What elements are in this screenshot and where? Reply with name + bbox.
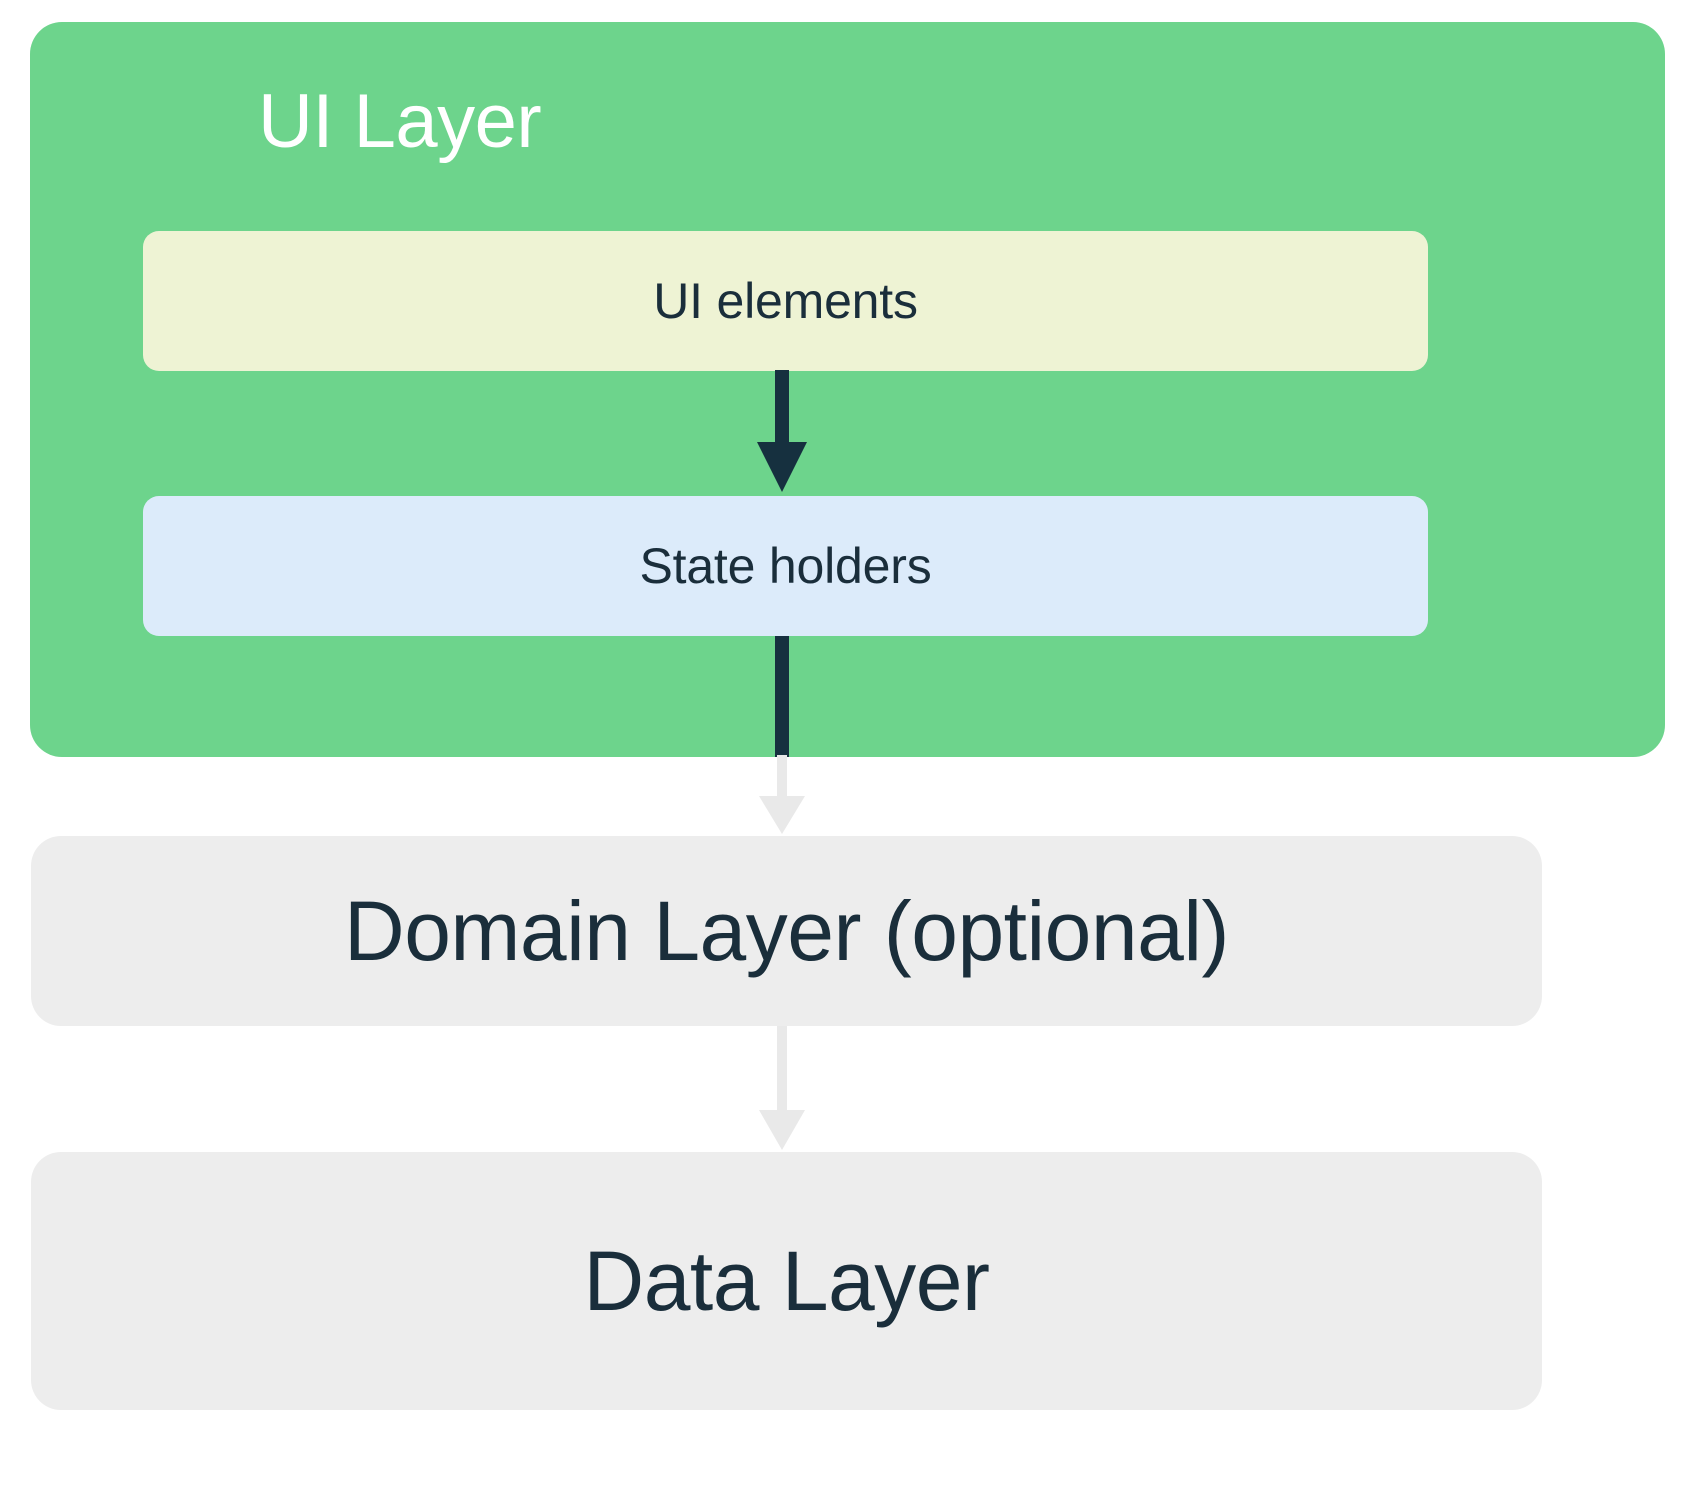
domain-layer-label: Domain Layer (optional) xyxy=(344,883,1229,978)
domain-layer-box: Domain Layer (optional) xyxy=(31,836,1542,1026)
state-holders-box: State holders xyxy=(143,496,1428,636)
state-holders-label: State holders xyxy=(639,538,932,594)
data-layer-label: Data Layer xyxy=(583,1233,990,1328)
ui-layer-title: UI Layer xyxy=(258,79,542,164)
ui-layer-container: UI Layer xyxy=(30,22,1665,757)
arrow-state-holders-to-domain-layer xyxy=(759,636,805,834)
data-layer-box: Data Layer xyxy=(31,1152,1542,1410)
ui-elements-box: UI elements xyxy=(143,231,1428,371)
arrow-domain-layer-to-data-layer xyxy=(759,1026,805,1150)
ui-elements-label: UI elements xyxy=(653,273,918,329)
arrow-ui-elements-to-state-holders xyxy=(757,370,807,492)
